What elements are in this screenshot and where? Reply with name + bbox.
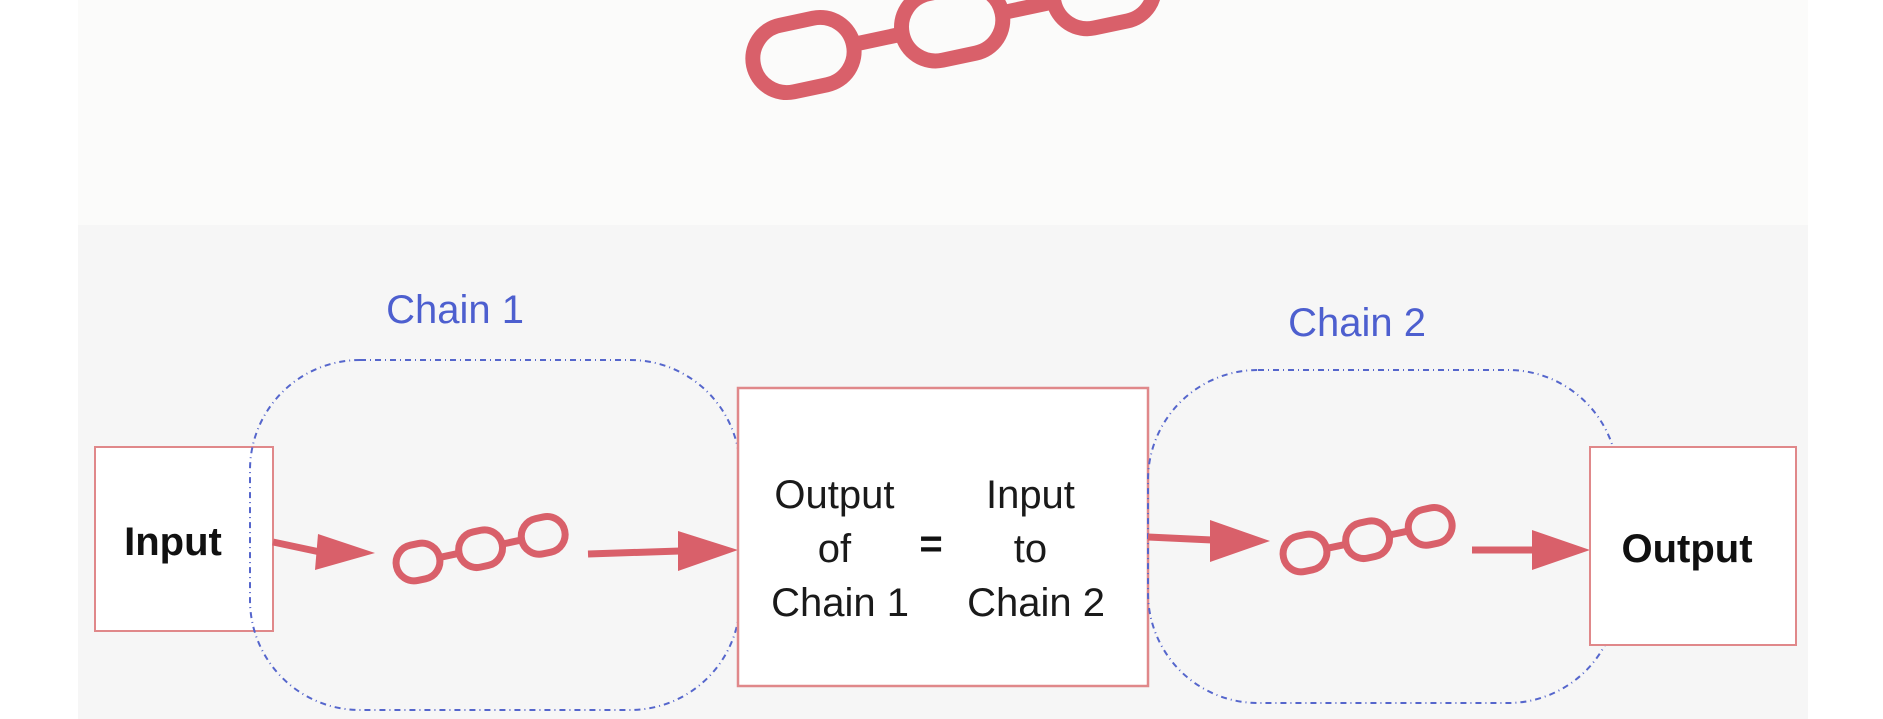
center-left-line: Output [774, 473, 894, 517]
chain-1-outline [249, 359, 741, 711]
chain-2-label: Chain 2 [1288, 301, 1426, 345]
handoff-box [736, 386, 1150, 688]
arrow-right-icon [587, 531, 738, 571]
arrow-right-icon [1472, 530, 1590, 570]
center-right-line: to [1014, 527, 1047, 571]
chain-link-icon [745, 0, 1162, 101]
input-box [94, 446, 274, 632]
chain-link-icon [392, 513, 569, 585]
center-right-line: Input [986, 473, 1075, 517]
arrow-right-icon [1147, 520, 1270, 562]
chain-1-label: Chain 1 [386, 288, 524, 332]
arrow-right-icon [272, 534, 375, 570]
chain-1-output-text: Output of Chain 1 [771, 473, 909, 625]
output-box [1589, 446, 1797, 646]
output-label: Output [1621, 527, 1752, 571]
equals-sign: = [919, 522, 942, 566]
chain-2-outline [1147, 369, 1619, 704]
center-left-line: Chain 1 [771, 581, 909, 625]
chain-2-input-text: Input to Chain 2 [967, 473, 1105, 625]
center-right-line: Chain 2 [967, 581, 1105, 625]
input-label: Input [124, 520, 222, 564]
center-left-line: of [818, 527, 852, 571]
chain-link-icon [1279, 504, 1456, 576]
